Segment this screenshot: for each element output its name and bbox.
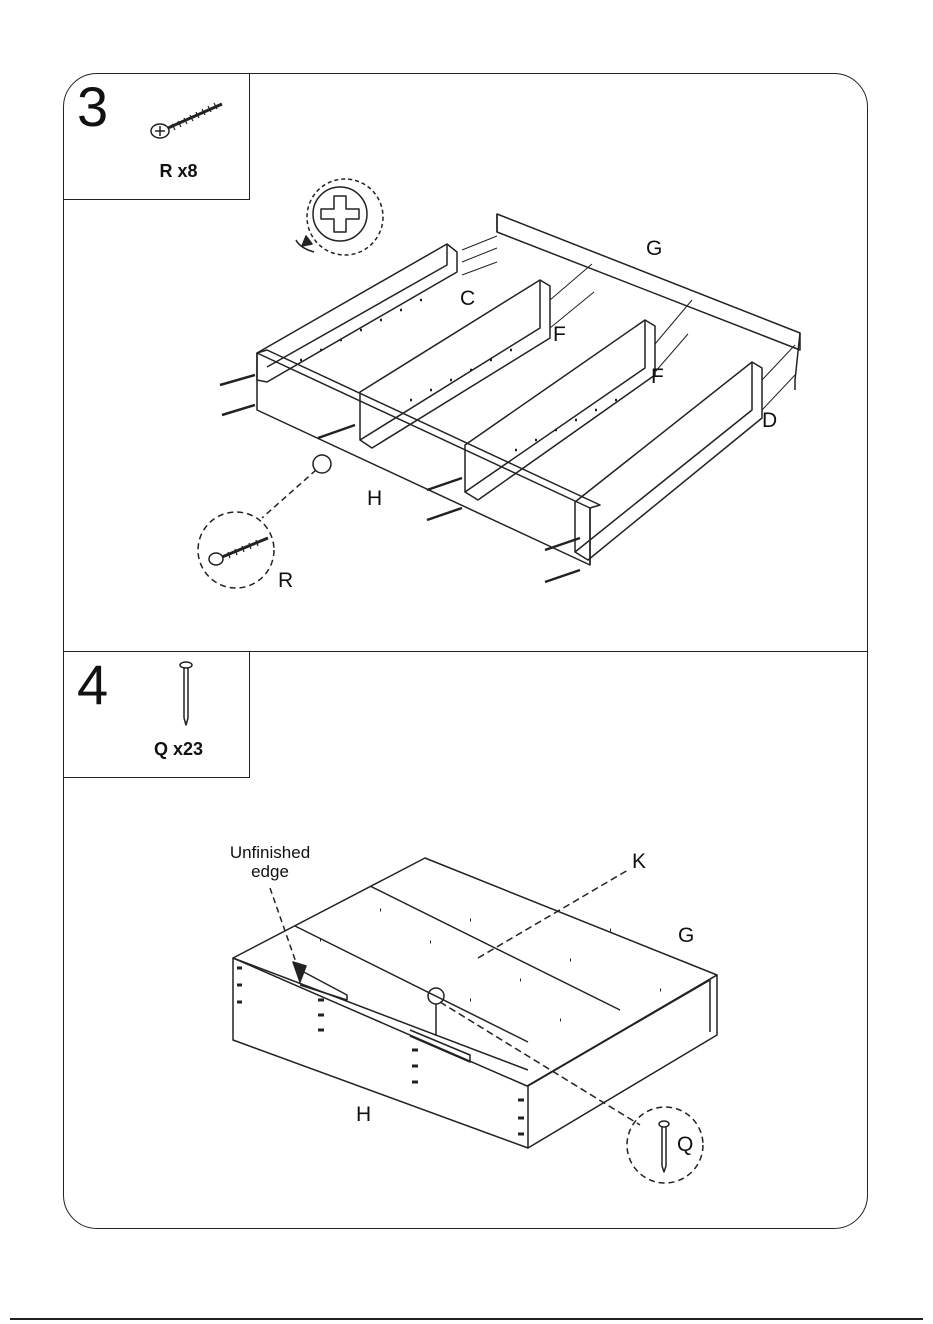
part-label-g: G <box>678 925 694 946</box>
step-3-drawing <box>198 214 800 588</box>
part-label-g: G <box>646 238 662 259</box>
nail-icon <box>180 662 192 725</box>
part-label-r: R <box>278 570 293 591</box>
note-line: Unfinished <box>218 844 322 863</box>
part-label-h: H <box>367 488 382 509</box>
part-label-f: F <box>651 366 664 387</box>
step-4-drawing <box>233 858 717 1183</box>
part-label-k: K <box>632 851 646 872</box>
part-label-f: F <box>553 324 566 345</box>
phillips-screwdriver-icon <box>296 179 383 255</box>
unfinished-edge-note: Unfinished edge <box>218 844 322 881</box>
screw-icon <box>151 103 222 138</box>
part-label-h: H <box>356 1104 371 1125</box>
part-label-q: Q <box>677 1134 693 1155</box>
part-label-d: D <box>762 410 777 431</box>
page-bottom-edge <box>10 1318 923 1320</box>
part-label-c: C <box>460 288 475 309</box>
note-line: edge <box>218 863 322 882</box>
